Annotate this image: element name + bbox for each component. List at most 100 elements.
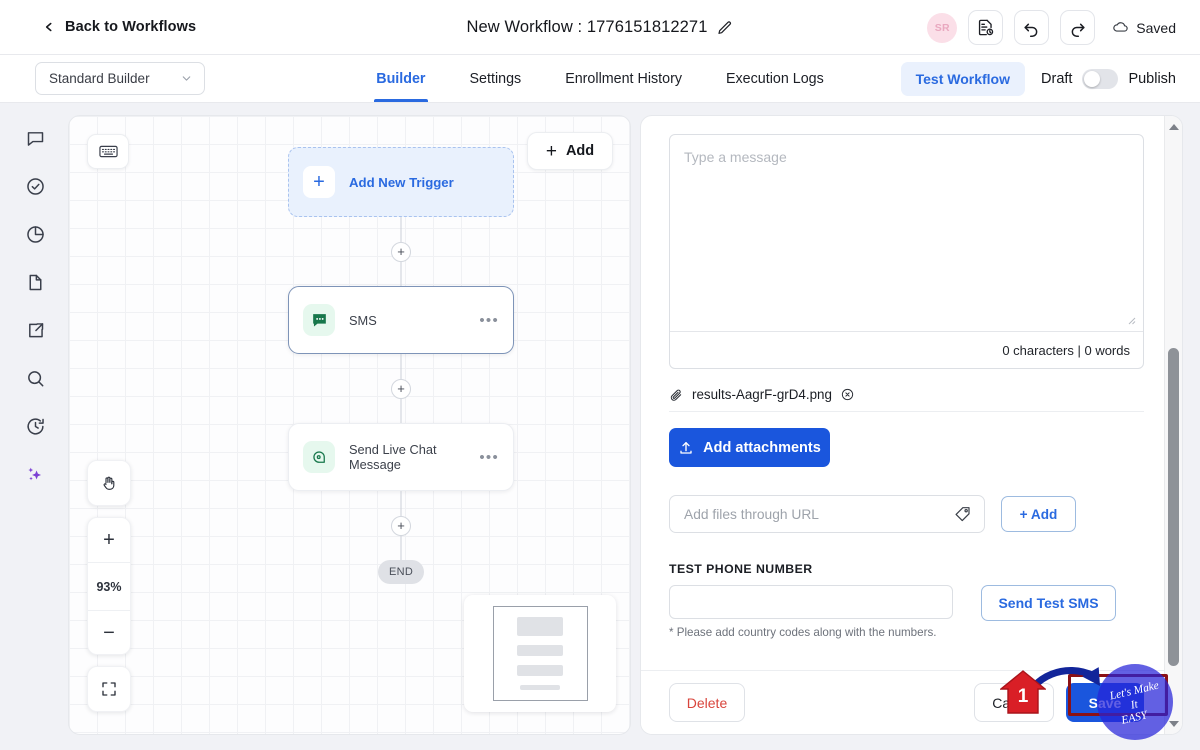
footer-actions: Cancel Save — [974, 683, 1144, 722]
panel-footer: Delete Cancel Save — [641, 670, 1164, 734]
tab-execution-logs[interactable]: Execution Logs — [726, 55, 824, 102]
fullscreen-icon — [102, 682, 116, 696]
redo-button[interactable] — [1060, 10, 1096, 45]
node-sms-menu[interactable]: ••• — [479, 311, 499, 329]
rail-item-ai[interactable] — [22, 461, 49, 488]
fit-view-button[interactable] — [88, 667, 130, 711]
hand-icon — [103, 476, 115, 490]
avatar[interactable]: SR — [927, 12, 958, 43]
fit-view-card — [87, 666, 131, 712]
insert-step-button-2[interactable]: + — [391, 378, 411, 399]
test-workflow-button[interactable]: Test Workflow — [900, 61, 1026, 96]
rail-item-document[interactable] — [22, 269, 49, 296]
minimap-bar — [517, 617, 563, 636]
add-new-trigger-node[interactable]: + Add New Trigger — [288, 147, 514, 217]
pan-tool-button[interactable] — [88, 461, 130, 505]
test-phone-input[interactable] — [669, 585, 953, 619]
tab-settings-label: Settings — [469, 70, 522, 87]
zoom-out-button[interactable]: − — [88, 610, 130, 654]
url-add-button[interactable]: + Add — [1001, 496, 1076, 532]
scroll-up-arrow[interactable] — [1165, 118, 1182, 135]
clock-history-icon — [26, 418, 44, 435]
pencil-icon[interactable] — [717, 20, 733, 36]
back-to-workflows-link[interactable]: Back to Workflows — [42, 19, 196, 35]
resize-handle-icon[interactable] — [1126, 315, 1136, 325]
publish-toggle-group: Draft Publish — [1041, 68, 1176, 89]
rail-item-history[interactable] — [22, 413, 49, 440]
sparkle-ai-icon — [27, 467, 41, 481]
test-phone-field-group: * Please add country codes along with th… — [669, 585, 953, 639]
message-textarea-wrapper[interactable]: Type a message 0 characters | 0 words — [669, 134, 1144, 369]
notes-button[interactable] — [968, 10, 1004, 45]
send-test-sms-button[interactable]: Send Test SMS — [981, 585, 1116, 621]
character-counter: 0 characters | 0 words — [670, 331, 1143, 368]
connector-3: + — [288, 491, 514, 560]
insert-step-button-3[interactable]: + — [391, 515, 411, 536]
panel-scrollbar[interactable] — [1164, 116, 1182, 734]
add-attachments-label: Add attachments — [703, 439, 821, 456]
close-circle-icon[interactable] — [841, 388, 854, 401]
node-live-chat-menu[interactable]: ••• — [479, 448, 499, 466]
tab-enrollment-history-label: Enrollment History — [565, 70, 682, 87]
url-input[interactable]: Add files through URL — [669, 495, 985, 533]
live-chat-icon — [303, 441, 335, 473]
rail-item-open-external[interactable] — [22, 317, 49, 344]
connector-2: + — [288, 354, 514, 423]
scroll-down-arrow[interactable] — [1165, 715, 1182, 732]
canvas-controls: + 93% − — [87, 460, 131, 712]
left-rail — [0, 103, 70, 750]
workflow-canvas[interactable]: + Add + Add New Trigger + SMS — [68, 115, 631, 735]
avatar-initials: SR — [934, 21, 950, 34]
pan-tool-card — [87, 460, 131, 506]
zoom-level[interactable]: 93% — [88, 562, 130, 610]
builder-mode-value: Standard Builder — [49, 71, 150, 86]
cloud-check-icon — [1113, 22, 1128, 32]
url-input-placeholder: Add files through URL — [684, 506, 819, 522]
node-send-live-chat-message[interactable]: Send Live Chat Message ••• — [288, 423, 514, 491]
publish-label: Publish — [1128, 70, 1176, 87]
delete-button[interactable]: Delete — [669, 683, 745, 722]
undo-button[interactable] — [1014, 10, 1050, 45]
node-live-chat-label: Send Live Chat Message — [349, 442, 437, 472]
save-button[interactable]: Save — [1066, 683, 1144, 722]
sms-bubble-icon — [303, 304, 335, 336]
rail-item-tasks[interactable] — [22, 173, 49, 200]
scrollbar-thumb[interactable] — [1168, 348, 1179, 666]
pie-chart-icon — [26, 226, 44, 243]
canvas-minimap[interactable] — [464, 595, 616, 712]
subbar-actions: Test Workflow Draft Publish — [900, 55, 1176, 102]
saved-status[interactable]: Saved — [1112, 19, 1176, 36]
builder-mode-select[interactable]: Standard Builder — [35, 62, 205, 95]
tag-icon[interactable] — [954, 505, 972, 523]
message-textarea[interactable]: Type a message — [684, 149, 787, 165]
zoom-in-glyph: + — [103, 529, 115, 551]
test-phone-number-label: TEST PHONE NUMBER — [669, 562, 813, 576]
draft-label: Draft — [1041, 70, 1073, 87]
tab-enrollment-history[interactable]: Enrollment History — [565, 55, 682, 102]
document-clock-icon — [979, 19, 994, 36]
delete-label: Delete — [686, 694, 728, 711]
rail-item-chat[interactable] — [22, 125, 49, 152]
rail-item-analytics[interactable] — [22, 221, 49, 248]
keyboard-shortcuts-button[interactable] — [87, 134, 129, 169]
canvas-add-button[interactable]: + Add — [527, 132, 613, 170]
saved-label: Saved — [1136, 19, 1176, 36]
zoom-in-button[interactable]: + — [88, 518, 130, 562]
cancel-button[interactable]: Cancel — [974, 683, 1054, 722]
url-attachment-row: Add files through URL + Add — [669, 495, 1152, 533]
chevron-left-icon — [45, 22, 52, 32]
tab-builder[interactable]: Builder — [374, 55, 428, 102]
tab-execution-logs-label: Execution Logs — [725, 70, 824, 87]
tab-settings[interactable]: Settings — [470, 55, 522, 102]
node-sms-label: SMS — [349, 312, 377, 328]
add-new-trigger-label: Add New Trigger — [349, 174, 454, 190]
chat-bubble-icon — [27, 132, 43, 146]
publish-toggle[interactable] — [1082, 68, 1119, 89]
plus-glyph: + — [545, 140, 557, 162]
insert-step-button-1[interactable]: + — [391, 241, 411, 262]
node-sms[interactable]: SMS ••• — [288, 286, 514, 354]
end-label: END — [388, 566, 414, 578]
rail-item-search[interactable] — [22, 365, 49, 392]
add-attachments-button[interactable]: Add attachments — [669, 428, 830, 467]
